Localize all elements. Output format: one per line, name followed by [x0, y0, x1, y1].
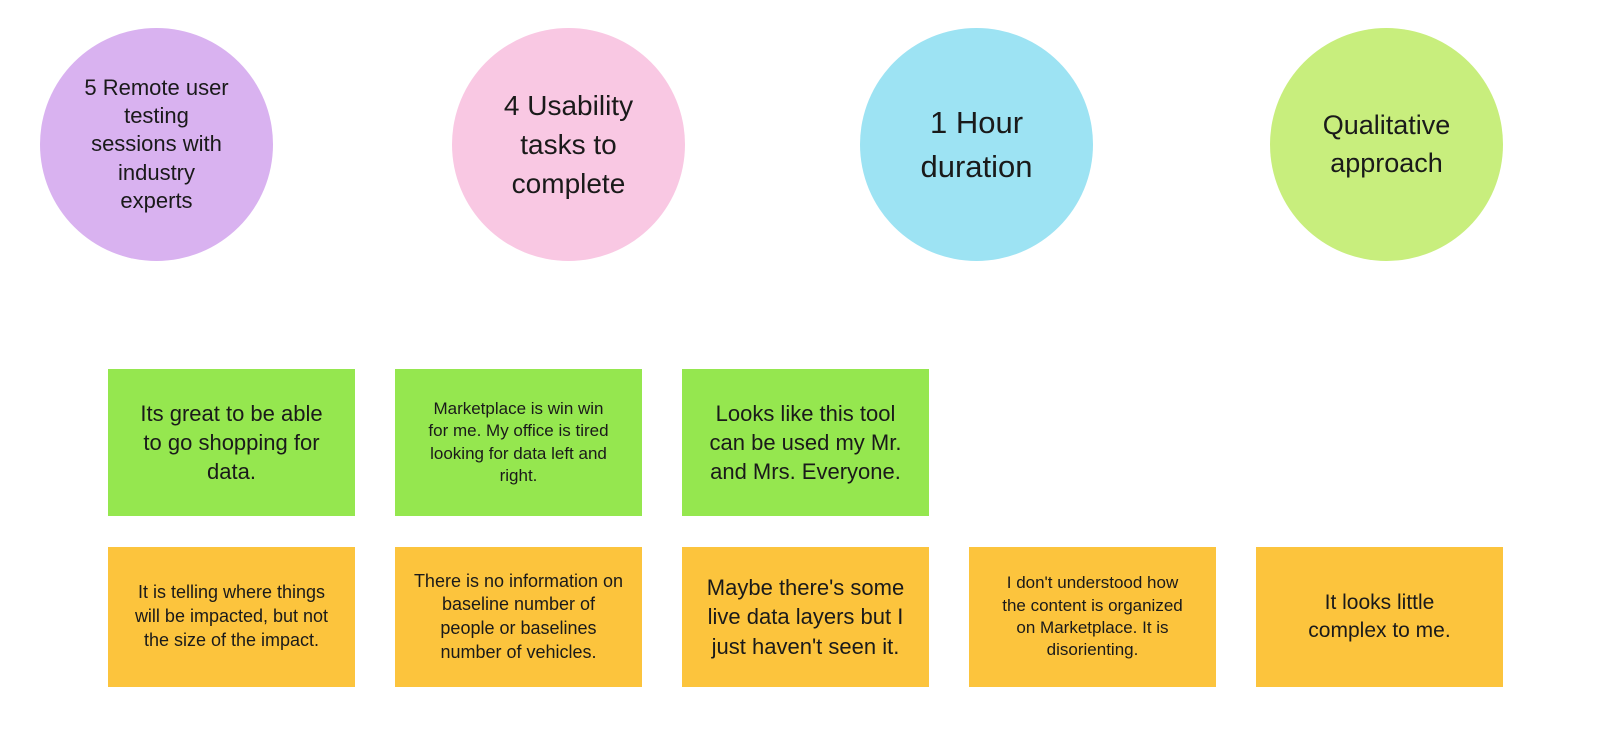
sticky-note-text: There is no information on baseline numb… — [413, 570, 624, 662]
sticky-note-negative-5[interactable]: It looks little complex to me. — [1256, 547, 1503, 687]
sticky-note-negative-1[interactable]: It is telling where things will be impac… — [108, 547, 355, 687]
sticky-note-text: Its great to be able to go shopping for … — [140, 400, 323, 485]
circle-label: 5 Remote user testing sessions with indu… — [84, 75, 229, 213]
circle-shape-qualitative-approach[interactable]: Qualitative approach — [1270, 28, 1503, 261]
circle-shape-remote-sessions[interactable]: 5 Remote user testing sessions with indu… — [40, 28, 273, 261]
sticky-note-negative-3[interactable]: Maybe there's some live data layers but … — [682, 547, 929, 687]
sticky-note-positive-1[interactable]: Its great to be able to go shopping for … — [108, 369, 355, 516]
sticky-note-text: Marketplace is win win for me. My office… — [428, 398, 609, 485]
sticky-note-positive-2[interactable]: Marketplace is win win for me. My office… — [395, 369, 642, 516]
sticky-note-positive-3[interactable]: Looks like this tool can be used my Mr. … — [682, 369, 929, 516]
sticky-note-text: It looks little complex to me. — [1308, 591, 1451, 642]
sticky-note-text: Maybe there's some live data layers but … — [706, 575, 905, 659]
circle-label: Qualitative approach — [1322, 109, 1451, 178]
circle-label: 1 Hour duration — [920, 105, 1033, 184]
sticky-note-text: Looks like this tool can be used my Mr. … — [709, 400, 902, 485]
sticky-note-negative-2[interactable]: There is no information on baseline numb… — [395, 547, 642, 687]
circle-label: 4 Usability tasks to complete — [503, 89, 634, 200]
sticky-note-text: I don't understood how the content is or… — [1002, 573, 1183, 660]
sticky-note-negative-4[interactable]: I don't understood how the content is or… — [969, 547, 1216, 687]
circle-shape-usability-tasks[interactable]: 4 Usability tasks to complete — [452, 28, 685, 261]
circle-shape-hour-duration[interactable]: 1 Hour duration — [860, 28, 1093, 261]
sticky-note-text: It is telling where things will be impac… — [134, 582, 329, 650]
